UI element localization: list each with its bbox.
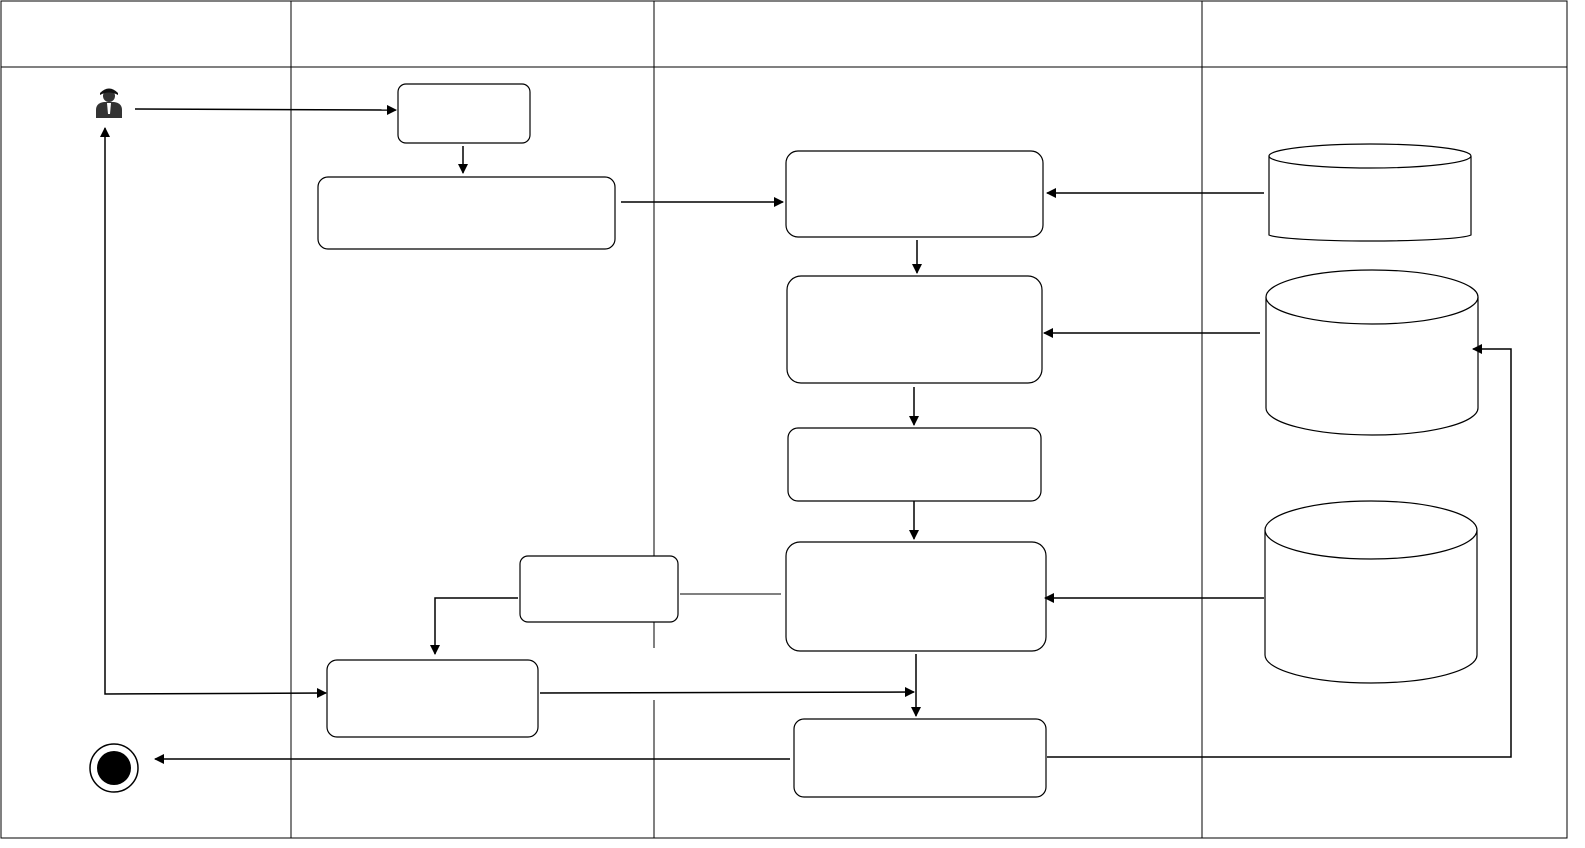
edge-process5-to-db2 — [1047, 344, 1512, 758]
process-node-1 — [785, 150, 1044, 238]
datastore-3 — [1264, 500, 1478, 684]
return-action-node — [326, 659, 539, 738]
process-node-3 — [787, 427, 1042, 502]
start-action-node — [397, 83, 531, 144]
edge-output-to-return — [430, 597, 518, 655]
action-node-2 — [317, 176, 616, 250]
process-node-2 — [786, 275, 1043, 384]
process-node-5 — [793, 718, 1047, 798]
user-actor-icon — [96, 88, 122, 118]
edge-actor-to-start — [134, 104, 397, 115]
edge-return-to-process5 — [539, 687, 915, 698]
output-action-node — [519, 555, 679, 623]
final-node-icon — [89, 743, 139, 793]
datastore-1 — [1268, 143, 1472, 242]
datastore-2 — [1265, 269, 1479, 436]
process-node-4 — [785, 541, 1047, 652]
edge-return-to-actor — [100, 127, 326, 695]
